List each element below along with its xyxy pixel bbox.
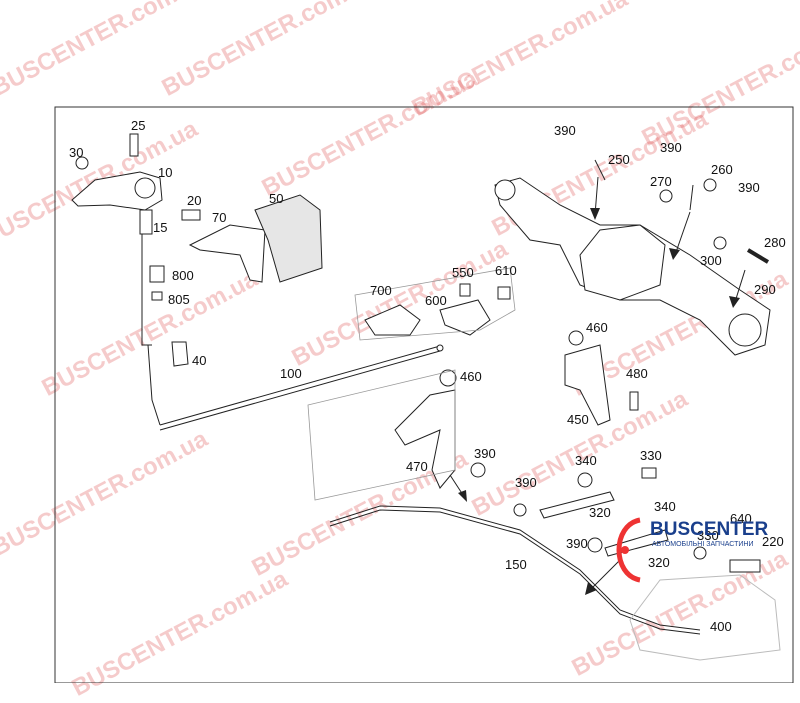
cover-70 <box>188 224 266 283</box>
label-700: 700 <box>370 283 392 298</box>
label-20: 20 <box>187 193 201 208</box>
label-610: 610 <box>495 263 517 278</box>
logo-brand: BUSCENTER <box>650 519 769 540</box>
label-320-a: 320 <box>589 505 611 520</box>
label-800: 800 <box>172 268 194 283</box>
label-320-b: 320 <box>648 555 670 570</box>
label-15: 15 <box>153 220 167 235</box>
label-400: 400 <box>710 619 732 634</box>
bracket-470 <box>394 389 456 489</box>
diagram-drawing: 25 30 10 20 15 70 50 800 805 40 100 700 … <box>54 106 794 683</box>
bracket-450 <box>564 344 611 426</box>
label-220: 220 <box>762 534 784 549</box>
part-600 <box>439 299 491 336</box>
part-700 <box>364 304 421 336</box>
label-550: 550 <box>452 265 474 280</box>
label-30: 30 <box>69 145 83 160</box>
label-480: 480 <box>626 366 648 381</box>
label-390-c: 390 <box>738 180 760 195</box>
label-70: 70 <box>212 210 226 225</box>
diagram-frame <box>54 106 794 683</box>
label-10: 10 <box>158 165 172 180</box>
label-640: 640 <box>730 511 752 526</box>
buscenter-logo: BUSCENTER АВТОМОБІЛЬНІ ЗАПЧАСТИНИ <box>616 517 769 583</box>
label-340-b: 340 <box>654 499 676 514</box>
label-280: 280 <box>764 235 786 250</box>
label-390-a: 390 <box>554 123 576 138</box>
label-390-f: 390 <box>566 536 588 551</box>
label-290: 290 <box>754 282 776 297</box>
label-260: 260 <box>711 162 733 177</box>
label-390-b: 390 <box>660 140 682 155</box>
label-270: 270 <box>650 174 672 189</box>
label-40: 40 <box>192 353 206 368</box>
part-610 <box>497 286 511 300</box>
cable-100 <box>159 345 441 426</box>
label-805: 805 <box>168 292 190 307</box>
label-340-a: 340 <box>575 453 597 468</box>
label-300: 300 <box>700 253 722 268</box>
label-50: 50 <box>269 191 283 206</box>
label-460-a: 460 <box>586 320 608 335</box>
part-550 <box>459 283 471 297</box>
label-460-b: 460 <box>460 369 482 384</box>
label-390-e: 390 <box>515 475 537 490</box>
label-25: 25 <box>131 118 145 133</box>
cable-150 <box>329 505 701 631</box>
label-330-b: 330 <box>697 528 719 543</box>
rear-axle <box>494 177 771 356</box>
label-250: 250 <box>608 152 630 167</box>
label-450: 450 <box>567 412 589 427</box>
label-390-d: 390 <box>474 446 496 461</box>
label-150: 150 <box>505 557 527 572</box>
label-100: 100 <box>280 366 302 381</box>
cover-50 <box>254 194 323 283</box>
label-330-a: 330 <box>640 448 662 463</box>
label-600: 600 <box>425 293 447 308</box>
vehicle-outline <box>629 574 781 661</box>
brake-lever-assembly <box>71 133 201 426</box>
lever-320 <box>539 491 615 519</box>
label-470: 470 <box>406 459 428 474</box>
logo-tagline: АВТОМОБІЛЬНІ ЗАПЧАСТИНИ <box>652 541 753 548</box>
